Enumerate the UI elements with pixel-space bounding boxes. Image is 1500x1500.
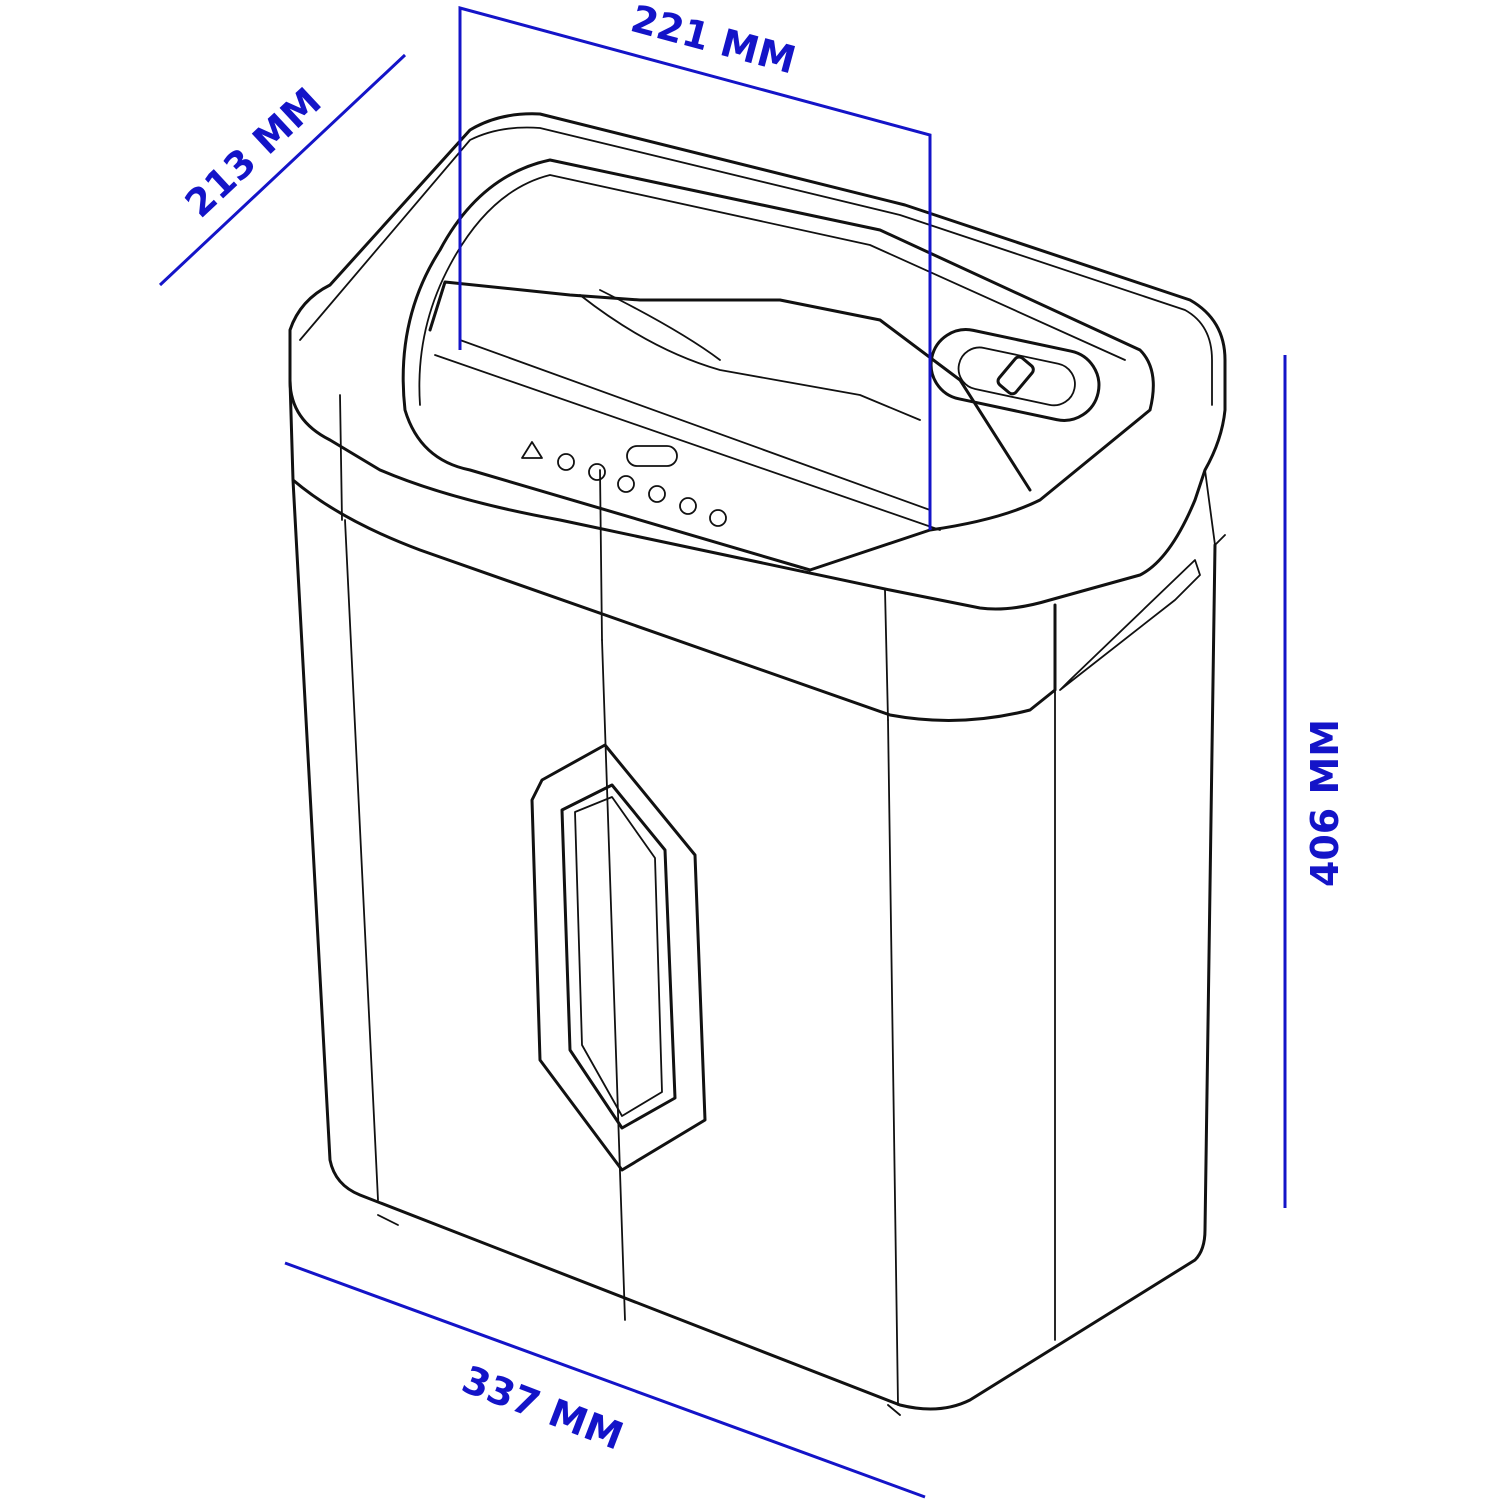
height-label: 406 MM [1303, 719, 1347, 887]
slot-width-label: 221 MM [626, 0, 800, 82]
depth-dimension-line [158, 53, 407, 287]
shredder-outline [288, 112, 1227, 1416]
dimension-lines [158, 6, 1287, 1499]
slot-width-dimension-line [458, 6, 932, 530]
width-label: 337 MM [456, 1357, 629, 1458]
width-dimension-line [284, 1261, 926, 1499]
depth-label: 213 MM [177, 79, 330, 226]
